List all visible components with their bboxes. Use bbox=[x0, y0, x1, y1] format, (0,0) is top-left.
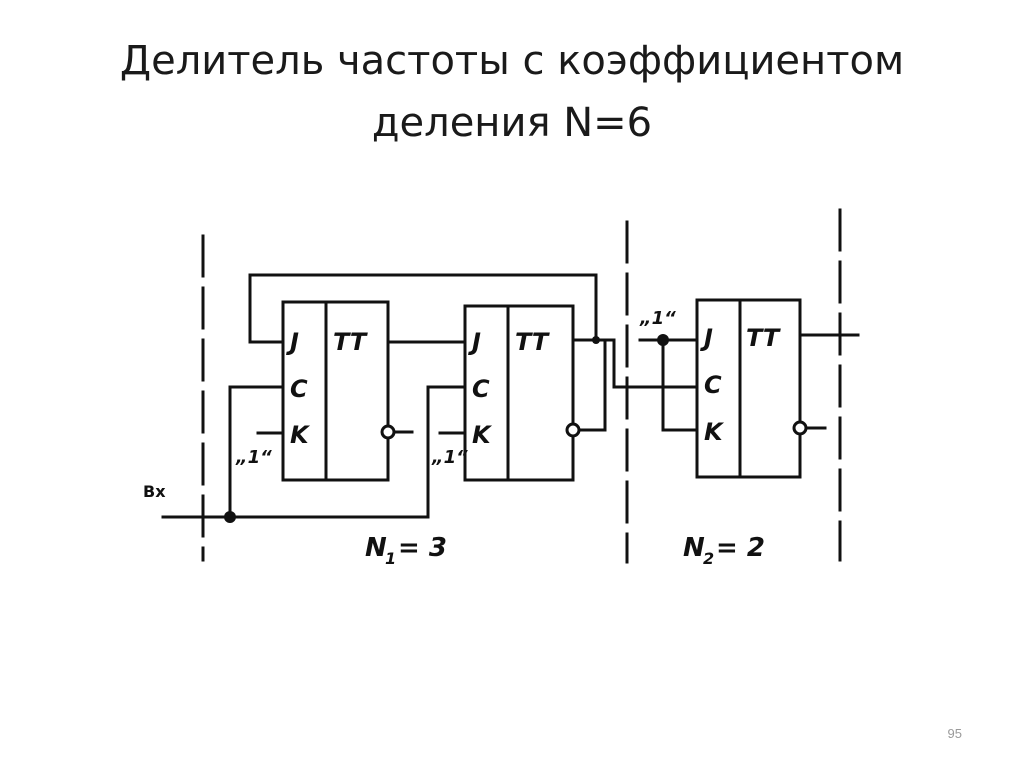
stage-2-subscript: 2 bbox=[703, 549, 714, 568]
trigger-2-pin-k: K bbox=[472, 421, 493, 449]
stage-1-label: N 1 = 3 bbox=[365, 533, 447, 568]
stage-2-letter: N bbox=[683, 533, 705, 563]
k3-tie-wire bbox=[661, 338, 699, 432]
input-junction-dot bbox=[224, 511, 236, 523]
trigger-1-k-const-label: „1“ bbox=[235, 447, 272, 468]
q2-to-c3-wire bbox=[594, 338, 699, 389]
trigger-2-pin-c: C bbox=[472, 375, 490, 403]
trigger-1-pin-k: K bbox=[290, 421, 311, 449]
trigger-3-j-const-label: „1“ bbox=[639, 308, 676, 329]
nq2-wire bbox=[578, 338, 607, 432]
trigger-3-pin-c: C bbox=[704, 371, 722, 399]
trigger-3-type: TT bbox=[746, 324, 781, 352]
trigger-3-inverted-output bbox=[792, 420, 808, 436]
title-line-2: деления N=6 bbox=[371, 100, 653, 146]
trigger-2-type: TT bbox=[515, 328, 550, 356]
clock-wire-1 bbox=[228, 385, 285, 519]
j3-junction-dot bbox=[657, 334, 669, 346]
trigger-1-type: TT bbox=[333, 328, 368, 356]
trigger-1-box bbox=[281, 300, 390, 482]
trigger-2-k-const-label: „1“ bbox=[431, 447, 468, 468]
trigger-3-pin-k: K bbox=[704, 418, 725, 446]
title-line-1: Делитель частоты с коэффициентом bbox=[119, 38, 905, 84]
stage-2-value: = 2 bbox=[716, 533, 765, 563]
trigger-2-box bbox=[463, 304, 575, 482]
q2-junction-dot bbox=[592, 336, 600, 344]
page-number: 95 bbox=[947, 726, 962, 741]
stage-1-letter: N bbox=[365, 533, 387, 563]
slide-title: Делитель частоты с коэффициентом деления… bbox=[40, 30, 984, 154]
trigger-2-pin-j: J bbox=[468, 328, 481, 356]
clock-wire-2 bbox=[426, 385, 467, 519]
trigger-1-pin-j: J bbox=[286, 328, 299, 356]
trigger-3-pin-j: J bbox=[700, 324, 713, 352]
input-label: Вх bbox=[143, 482, 166, 501]
trigger-1-inverted-output bbox=[380, 424, 396, 440]
trigger-2-inverted-output bbox=[565, 422, 581, 438]
stage-2-label: N 2 = 2 bbox=[683, 533, 765, 568]
trigger-1-pin-c: C bbox=[290, 375, 308, 403]
stage-1-subscript: 1 bbox=[385, 549, 396, 568]
stage-1-value: = 3 bbox=[398, 533, 447, 563]
